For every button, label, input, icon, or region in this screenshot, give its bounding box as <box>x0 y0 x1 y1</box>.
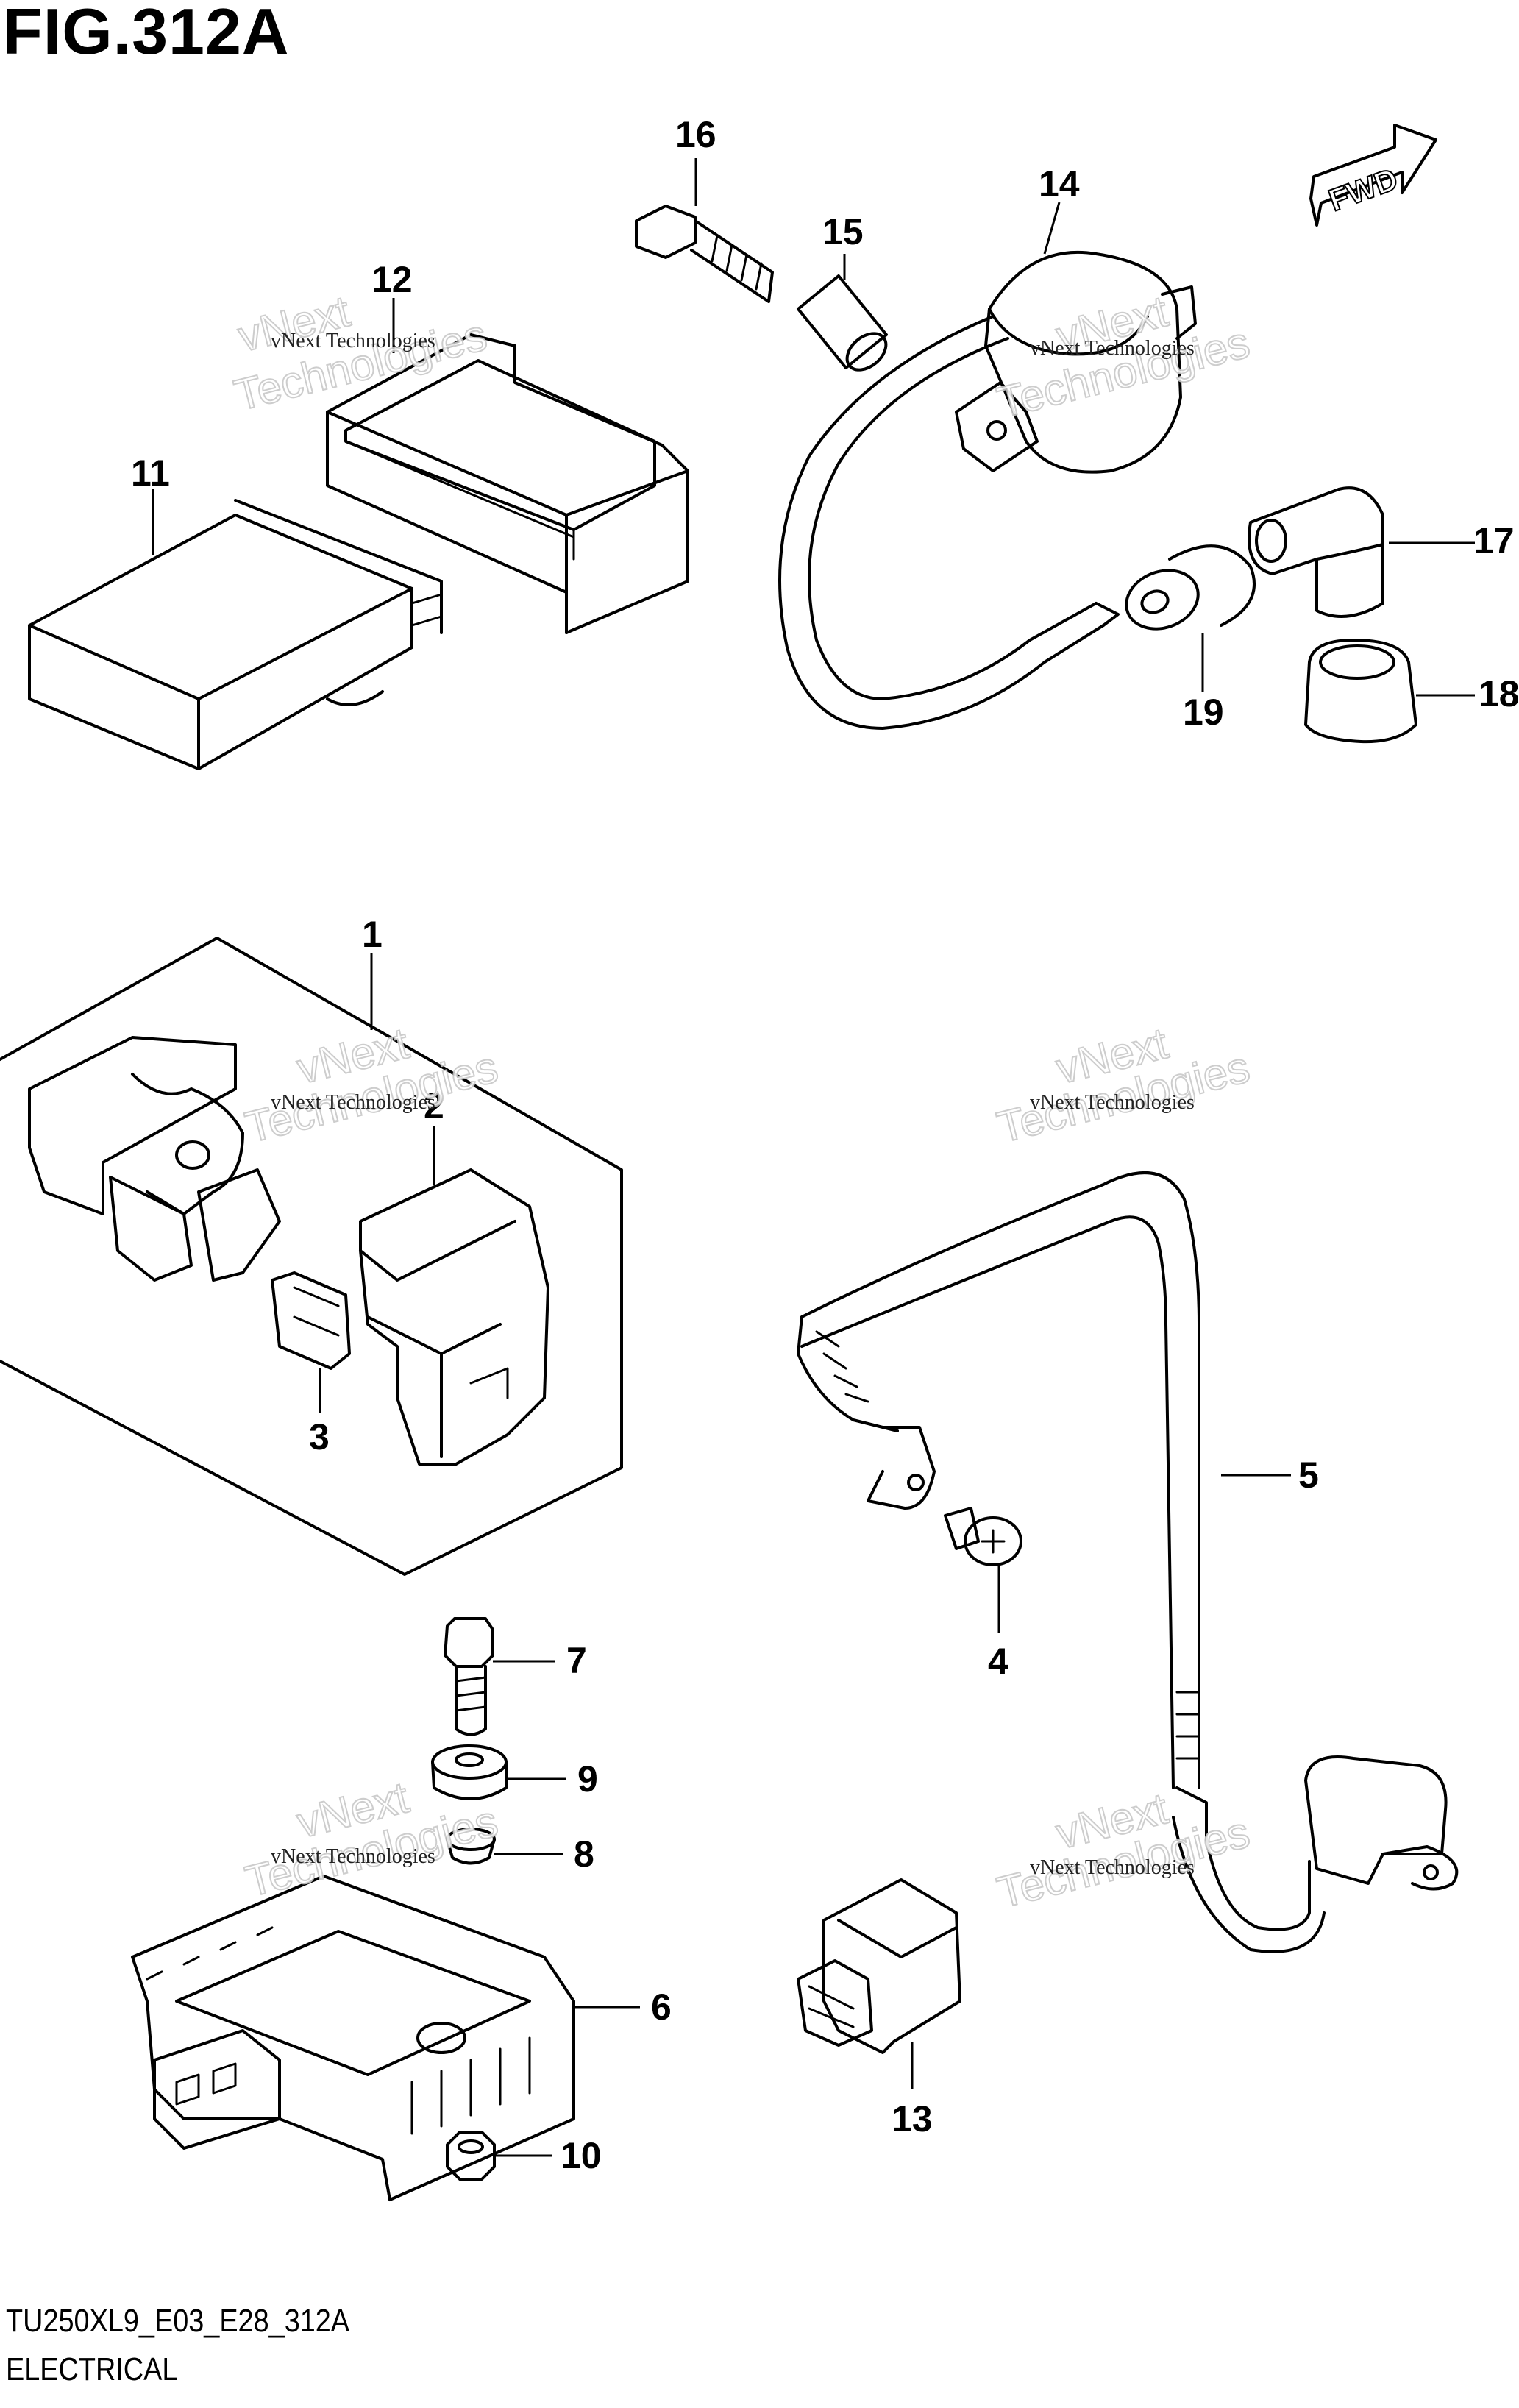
part-17-plug-cap <box>1248 486 1384 618</box>
part-14-ignition-coil <box>778 250 1197 730</box>
part-8-collar <box>446 1828 496 1865</box>
part-4-screw <box>944 1507 1022 1566</box>
watermark-1: vNext Technologies vNext Technologies <box>229 285 492 421</box>
part-5-terminal-boot <box>1304 1755 1459 1891</box>
callout-19: 19 <box>1183 692 1224 733</box>
callout-15: 15 <box>822 211 864 252</box>
watermark-5: vNext Technologies vNext Technologies <box>240 1772 503 1907</box>
callout-6: 6 <box>651 1986 672 2028</box>
callout-17: 17 <box>1473 520 1515 561</box>
part-1-relay <box>28 1036 281 1282</box>
callout-9: 9 <box>577 1758 598 1800</box>
callout-8: 8 <box>574 1833 594 1875</box>
part-19-seal <box>1125 544 1256 631</box>
part-9-grommet <box>431 1744 508 1800</box>
part-16-bolt <box>635 205 774 303</box>
callout-7: 7 <box>566 1640 587 1681</box>
watermark-3: vNext Technologies vNext Technologies <box>240 1017 503 1153</box>
callout-2: 2 <box>424 1085 444 1126</box>
part-15-collar <box>797 274 888 372</box>
callout-16: 16 <box>675 114 716 155</box>
leader-lines <box>152 158 1475 2157</box>
callout-13: 13 <box>892 2098 933 2139</box>
part-7-bolt <box>444 1617 494 1736</box>
callout-14: 14 <box>1039 163 1080 205</box>
part-10-nut <box>446 2131 496 2181</box>
part-5-battery-cable <box>797 1171 1326 1953</box>
part-13-connector <box>797 1878 961 2054</box>
part-18-cap-ring <box>1304 639 1417 744</box>
callout-1: 1 <box>362 914 383 955</box>
callout-10: 10 <box>561 2135 602 2176</box>
figure-title: FIG.312A <box>3 0 290 68</box>
callout-18: 18 <box>1479 673 1519 714</box>
callout-12: 12 <box>371 259 413 300</box>
model-code: TU250XL9_E03_E28_312A <box>6 2303 350 2339</box>
part-6-regulator-rectifier <box>131 1875 575 2201</box>
part-12-ecm-cover <box>326 333 689 634</box>
part-11-ecm-unit <box>28 499 443 770</box>
callout-11: 11 <box>131 452 170 494</box>
watermark-2: vNext Technologies vNext Technologies <box>992 285 1255 428</box>
watermark-4: vNext Technologies vNext Technologies <box>992 1017 1255 1153</box>
part-1-relay-assembly-box <box>0 937 623 1576</box>
section-name: ELECTRICAL <box>6 2351 178 2387</box>
part-3-fuse <box>271 1271 351 1370</box>
part-2-fuse-box <box>359 1168 549 1466</box>
fwd-arrow-icon: FWD <box>1309 124 1437 227</box>
callout-4: 4 <box>988 1641 1008 1682</box>
callout-3: 3 <box>309 1416 330 1457</box>
callout-5: 5 <box>1298 1455 1319 1496</box>
watermark-6: vNext Technologies vNext Technologies <box>992 1783 1255 1918</box>
